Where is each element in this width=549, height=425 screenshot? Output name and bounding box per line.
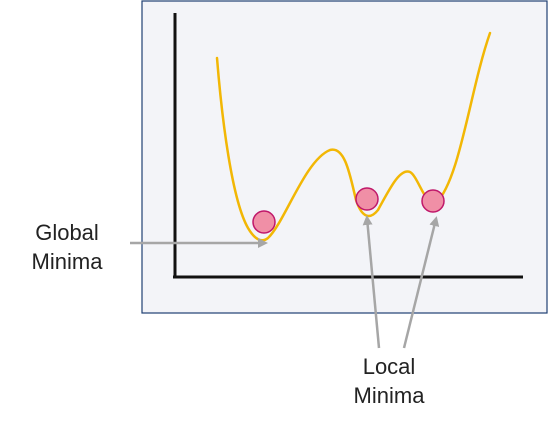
global-minima-label-line2: Minima <box>32 249 104 274</box>
local-minima-label-line2: Minima <box>354 383 426 408</box>
plot-panel <box>141 0 548 314</box>
local-minima-arrow-right <box>402 216 440 349</box>
global-minima-label-line1: Global <box>35 220 99 245</box>
local-minimum-marker <box>355 187 379 211</box>
local-minima-arrow-left <box>362 215 381 349</box>
local-minima-label-line1: Local <box>363 354 416 379</box>
global-minimum-marker <box>252 210 276 234</box>
local-minimum-marker <box>421 189 445 213</box>
